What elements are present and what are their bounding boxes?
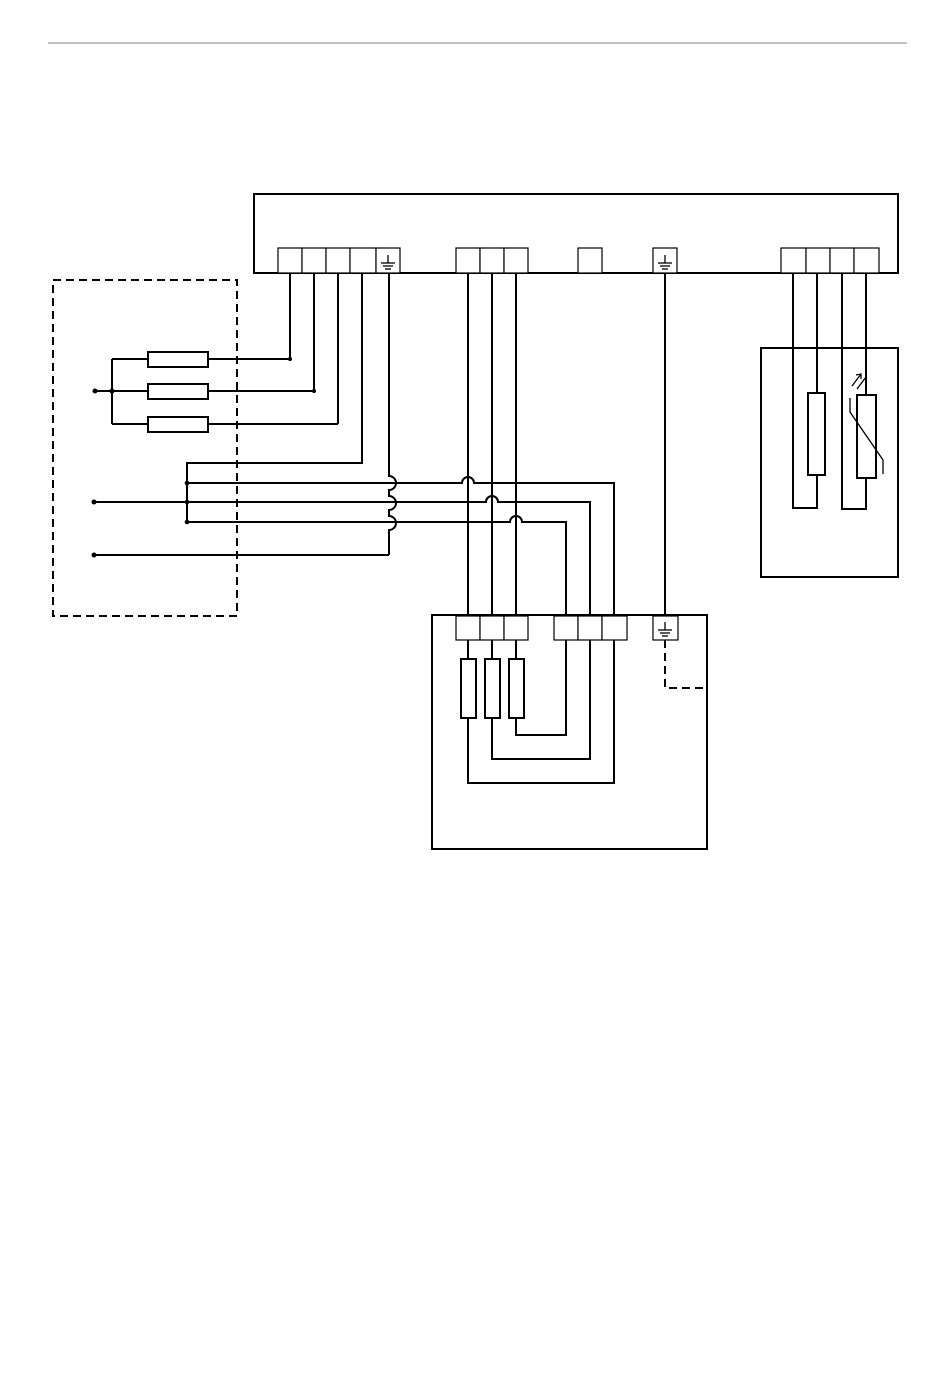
main-terminal-3: [326, 248, 350, 273]
load-terminal-2: [480, 616, 504, 640]
main-terminal-13: [854, 248, 879, 273]
supply-inputs: [92, 481, 390, 558]
main-terminal-1: [278, 248, 302, 273]
load-terminal-6: [602, 616, 627, 640]
main-terminal-8: [504, 248, 528, 273]
main-terminal-11: [806, 248, 830, 273]
load-terminal-4: [554, 616, 578, 640]
supply-box: [53, 280, 237, 616]
main-terminal-2: [302, 248, 326, 273]
main-terminal-6: [456, 248, 480, 273]
main-terminal-9: [578, 248, 602, 273]
fuse-icon: [148, 384, 208, 399]
main-terminal-12: [830, 248, 854, 273]
resistor-icon: [808, 393, 825, 475]
resistor-icon: [485, 659, 500, 718]
main-terminals: [278, 248, 879, 273]
sensor-box: [761, 348, 898, 577]
load-terminal-1: [456, 616, 480, 640]
fuse-bank: [93, 352, 339, 432]
fuse-icon: [148, 352, 208, 367]
load-terminal-3: [504, 616, 528, 640]
resistor-icon: [461, 659, 476, 718]
load-terminal-5: [578, 616, 602, 640]
load-box: [432, 615, 707, 849]
main-terminal-7: [480, 248, 504, 273]
main-terminal-10: [781, 248, 806, 273]
fuse-icon: [148, 417, 208, 432]
main-terminal-4: [350, 248, 376, 273]
resistor-icon: [509, 659, 524, 718]
